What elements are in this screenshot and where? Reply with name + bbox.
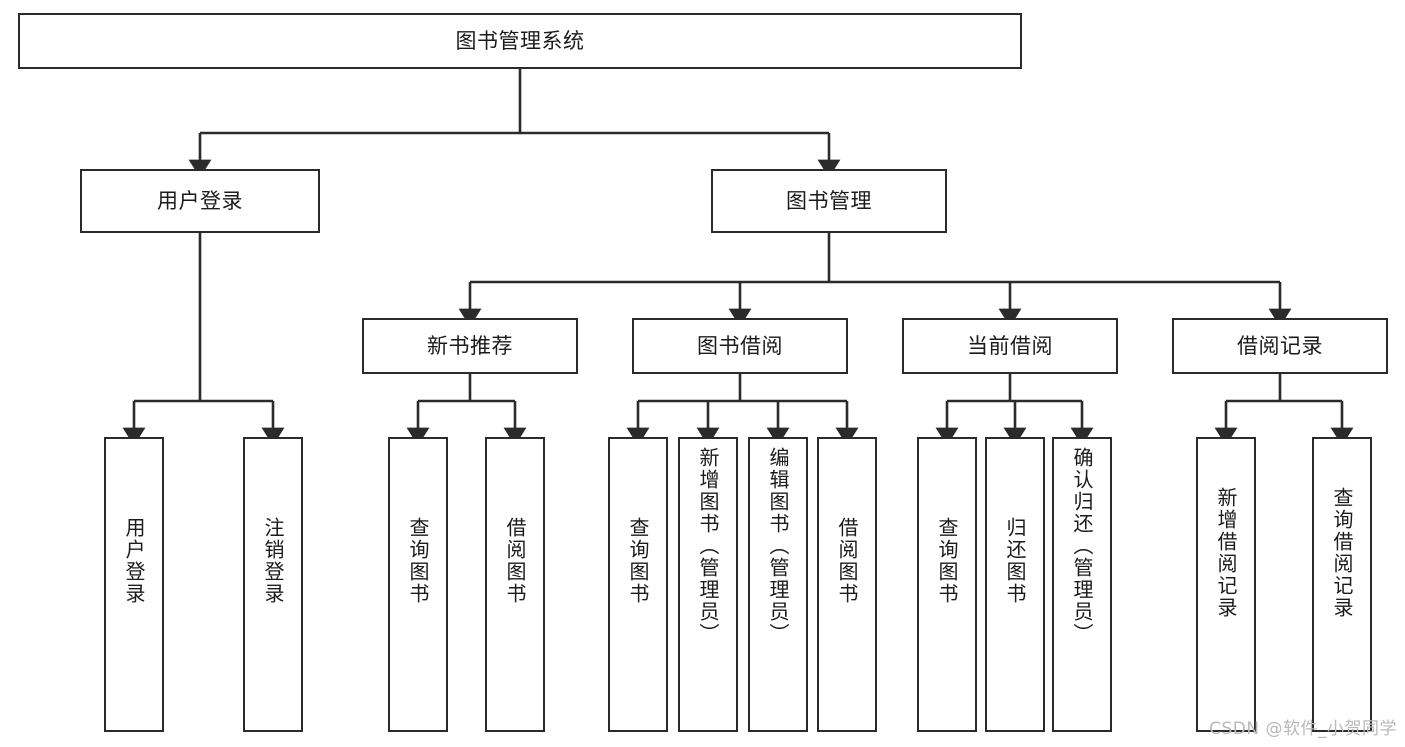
- node-leaf-query-book-2[interactable]: 查询图书: [608, 437, 668, 732]
- node-label: 用户登录: [122, 517, 146, 605]
- node-leaf-borrow-book-1[interactable]: 借阅图书: [485, 437, 545, 732]
- node-leaf-add-borrow-record[interactable]: 新增借阅记录: [1196, 437, 1256, 732]
- node-label: 查询图书: [935, 517, 959, 605]
- node-leaf-query-borrow-record[interactable]: 查询借阅记录: [1312, 437, 1372, 732]
- watermark-label: CSDN @软件_小贺同学: [1209, 719, 1397, 739]
- node-label: 确认归还（管理员）: [1070, 447, 1094, 645]
- node-label: 新书推荐: [427, 333, 513, 358]
- node-label: 当前借阅: [967, 333, 1053, 358]
- node-label: 注销登录: [261, 517, 285, 605]
- node-label: 用户登录: [157, 188, 243, 213]
- node-current-borrow[interactable]: 当前借阅: [902, 318, 1118, 374]
- node-root[interactable]: 图书管理系统: [18, 13, 1022, 69]
- node-leaf-return-book[interactable]: 归还图书: [985, 437, 1045, 732]
- node-book-management[interactable]: 图书管理: [711, 169, 947, 233]
- node-borrow-record[interactable]: 借阅记录: [1172, 318, 1388, 374]
- node-leaf-borrow-book-2[interactable]: 借阅图书: [817, 437, 877, 732]
- node-leaf-query-book-3[interactable]: 查询图书: [917, 437, 977, 732]
- node-label: 图书借阅: [697, 333, 783, 358]
- node-book-borrow[interactable]: 图书借阅: [632, 318, 848, 374]
- node-label: 新增借阅记录: [1214, 487, 1238, 619]
- node-label: 图书管理: [786, 188, 872, 213]
- node-label: 查询图书: [406, 517, 430, 605]
- node-leaf-add-book-admin[interactable]: 新增图书（管理员）: [678, 437, 738, 732]
- node-leaf-user-login[interactable]: 用户登录: [104, 437, 164, 732]
- node-label: 借阅记录: [1237, 333, 1323, 358]
- node-label: 查询图书: [626, 517, 650, 605]
- node-user-login[interactable]: 用户登录: [80, 169, 320, 233]
- node-label: 新增图书（管理员）: [696, 447, 720, 645]
- node-label: 图书管理系统: [455, 28, 585, 53]
- node-label: 查询借阅记录: [1330, 487, 1354, 619]
- node-leaf-query-book-1[interactable]: 查询图书: [388, 437, 448, 732]
- node-leaf-confirm-return-admin[interactable]: 确认归还（管理员）: [1052, 437, 1112, 732]
- node-label: 借阅图书: [835, 517, 859, 605]
- node-leaf-edit-book-admin[interactable]: 编辑图书（管理员）: [748, 437, 808, 732]
- node-label: 借阅图书: [503, 517, 527, 605]
- node-label: 编辑图书（管理员）: [766, 447, 790, 645]
- node-label: 归还图书: [1003, 517, 1027, 605]
- node-new-book-recommend[interactable]: 新书推荐: [362, 318, 578, 374]
- node-leaf-logout[interactable]: 注销登录: [243, 437, 303, 732]
